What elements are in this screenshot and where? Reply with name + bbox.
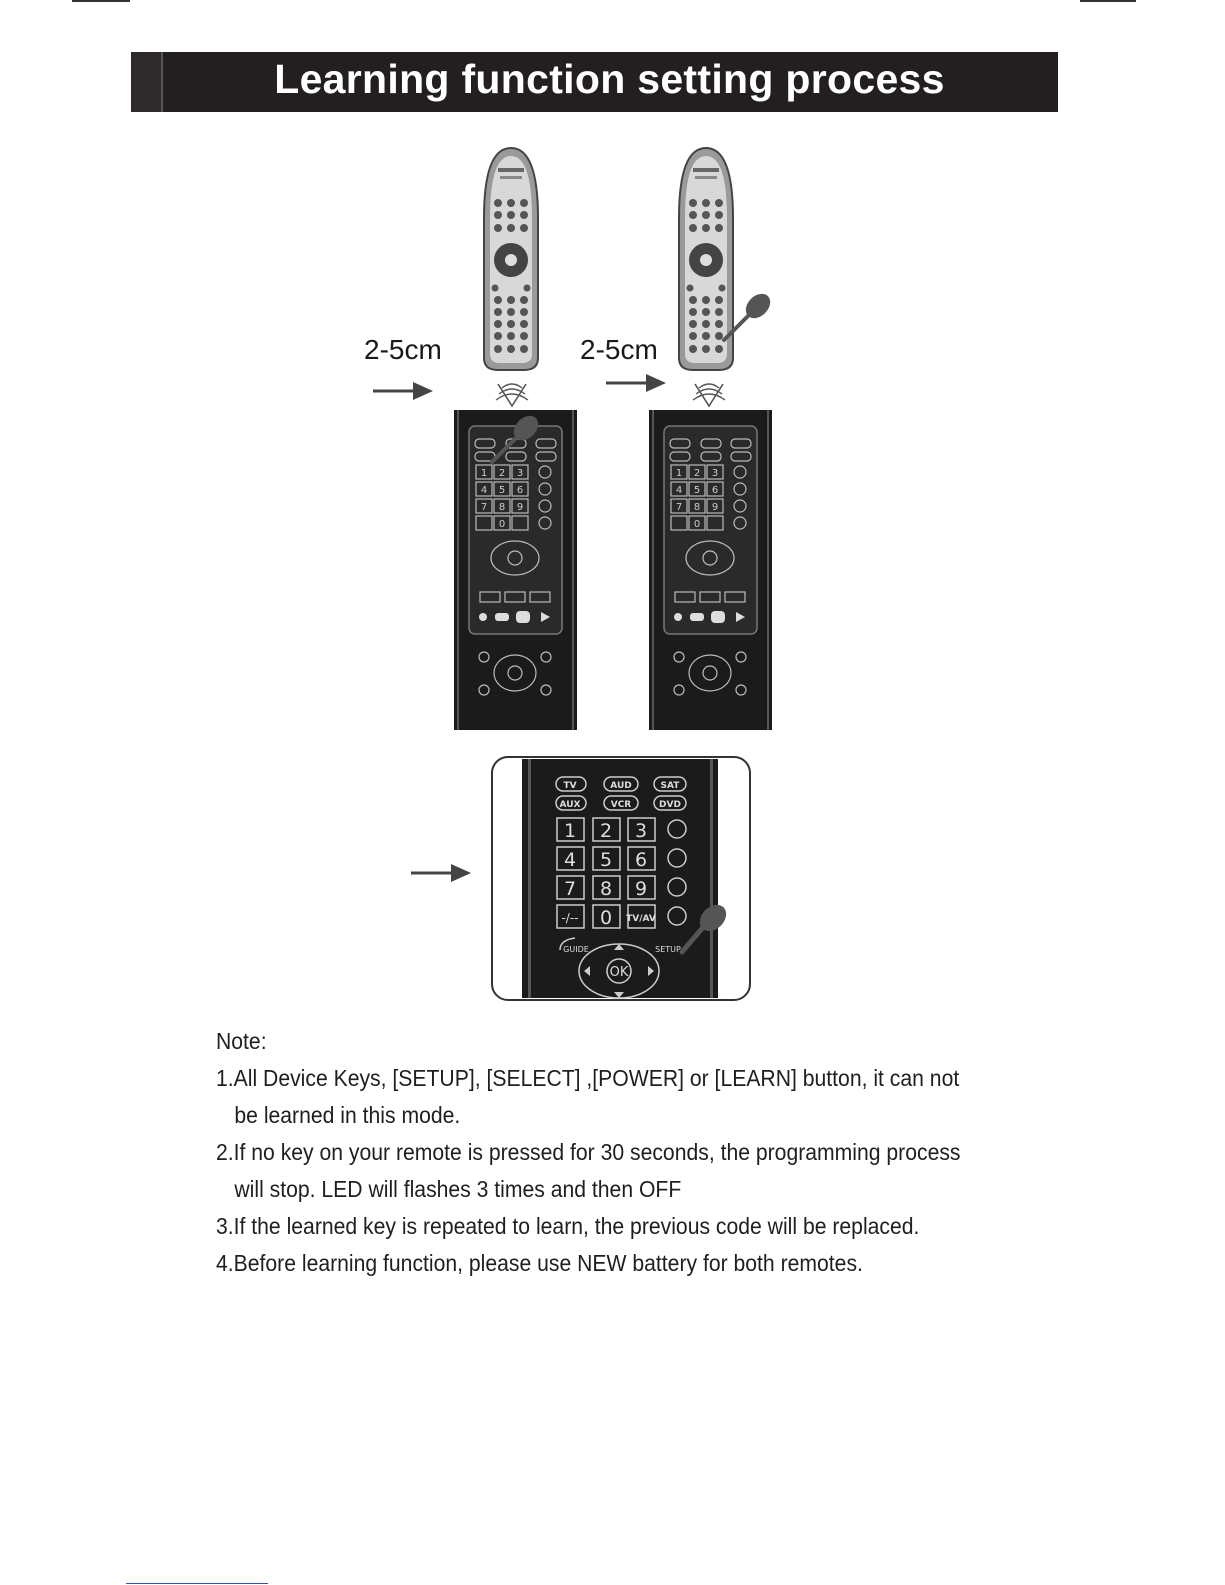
title-bar: Learning function setting process bbox=[131, 52, 1058, 112]
key-ok: OK bbox=[610, 965, 629, 980]
key-7: 7 bbox=[564, 878, 576, 900]
bottom-rule bbox=[126, 1583, 268, 1584]
top-right-rule bbox=[1080, 0, 1136, 2]
learning-illustration: 1 2 3 4 5 6 7 8 9 0 bbox=[371, 147, 777, 1001]
notes-section: Note: 1.All Device Keys, [SETUP], [SELEC… bbox=[216, 1023, 970, 1282]
learning-remote-left bbox=[453, 409, 578, 731]
key-1: 1 bbox=[564, 820, 576, 842]
key-sat: SAT bbox=[661, 781, 681, 791]
arrow-right-icon bbox=[604, 372, 668, 394]
distance-label-step1: 2-5cm bbox=[364, 334, 442, 365]
key-0: 0 bbox=[600, 907, 612, 929]
note-item-2: 2.If no key on your remote is pressed fo… bbox=[216, 1139, 961, 1202]
key-tv: TV bbox=[563, 781, 576, 791]
key-3: 3 bbox=[635, 820, 647, 842]
key-9: 9 bbox=[635, 878, 647, 900]
key-dvd: DVD bbox=[659, 800, 681, 810]
note-item-3: 3.If the learned key is repeated to lear… bbox=[216, 1213, 920, 1239]
note-item-1: 1.All Device Keys, [SETUP], [SELECT] ,[P… bbox=[216, 1065, 960, 1128]
key-tvav: TV/AV bbox=[626, 914, 656, 924]
ir-signal-icon bbox=[692, 383, 726, 407]
top-left-rule bbox=[72, 0, 130, 2]
arrow-right-icon bbox=[409, 862, 473, 884]
ir-signal-icon bbox=[495, 383, 529, 407]
key-5: 5 bbox=[600, 849, 612, 871]
key-aux: AUX bbox=[560, 800, 581, 810]
source-remote-left bbox=[483, 147, 539, 371]
key-vcr: VCR bbox=[611, 800, 632, 810]
key-guide: GUIDE bbox=[563, 945, 589, 954]
key-6: 6 bbox=[635, 849, 647, 871]
key-4: 4 bbox=[564, 849, 576, 871]
notes-heading: Note: bbox=[216, 1028, 267, 1054]
key-aud: AUD bbox=[610, 781, 631, 791]
key-dash: -/-- bbox=[561, 911, 578, 925]
zoomed-keypad: TV AUD SAT AUX VCR DVD 1 2 3 4 5 6 7 8 9… bbox=[491, 756, 751, 1001]
title-bar-tab bbox=[131, 52, 163, 112]
learning-remote-right bbox=[648, 409, 773, 731]
key-setup: SETUP bbox=[655, 945, 681, 954]
page-title: Learning function setting process bbox=[274, 56, 945, 102]
arrow-right-icon bbox=[371, 380, 435, 402]
key-2: 2 bbox=[600, 820, 612, 842]
distance-label-step2: 2-5cm bbox=[580, 334, 658, 365]
note-item-4: 4.Before learning function, please use N… bbox=[216, 1250, 863, 1276]
key-8: 8 bbox=[600, 878, 612, 900]
